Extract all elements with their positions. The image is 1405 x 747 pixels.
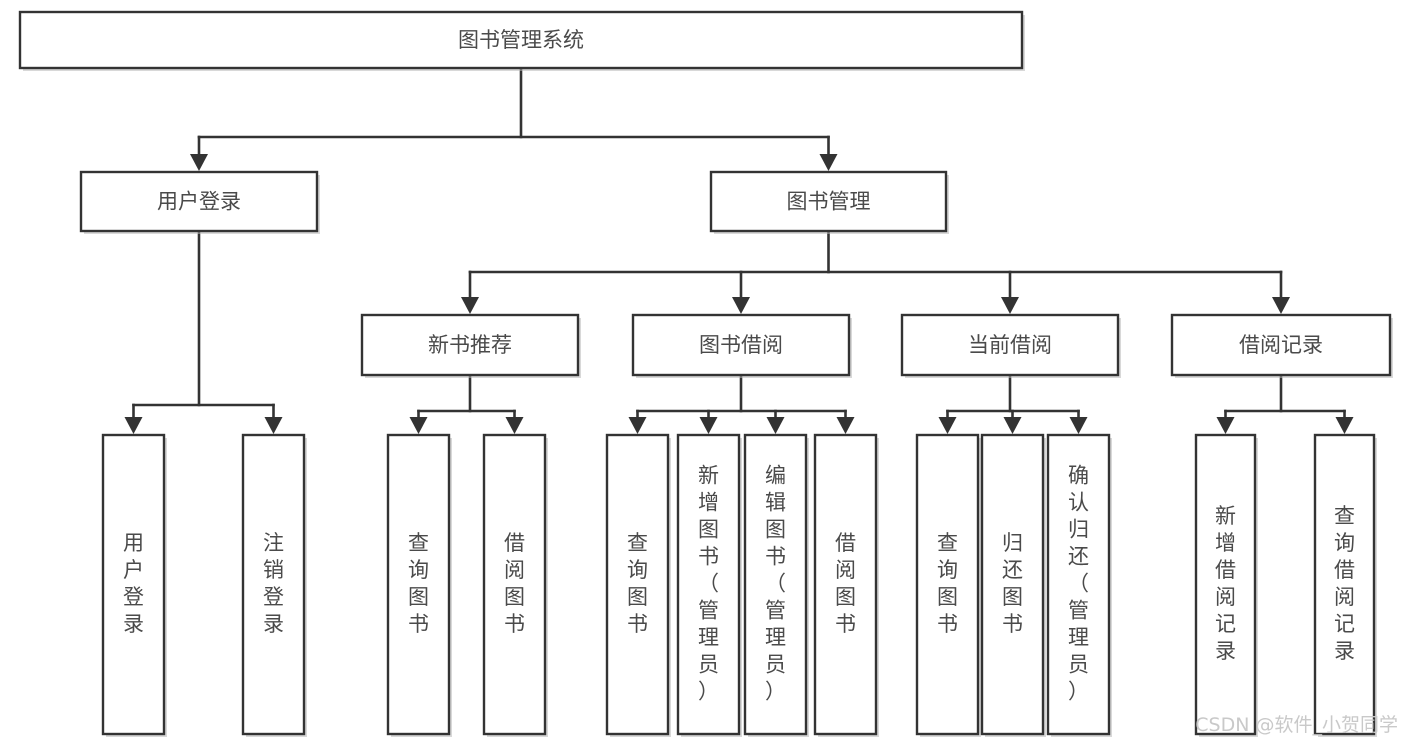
node-rect: [915, 433, 980, 736]
arrow-head: [836, 417, 855, 434]
node-rect: [1046, 433, 1111, 736]
node-rect: [709, 170, 948, 233]
node-layer: 图书管理系统用户登录图书管理新书推荐图书借阅当前借阅借阅记录用户登录注销登录查询…: [18, 10, 1393, 737]
node-rect: [743, 433, 808, 736]
node-label: 图书管理系统: [458, 28, 584, 52]
node-new-book-rec[interactable]: 新书推荐: [360, 313, 581, 378]
node-leaf-br-add[interactable]: 新增借阅记录: [1194, 433, 1258, 737]
node-user-login[interactable]: 用户登录: [79, 170, 320, 234]
node-leaf-bb-query[interactable]: 查询图书: [605, 433, 671, 737]
arrow-head: [1003, 417, 1022, 434]
node-rect: [386, 433, 451, 736]
arrow-head: [819, 154, 838, 171]
node-label: 归还图书: [1002, 531, 1023, 636]
node-label: 当前借阅: [968, 333, 1052, 357]
node-rect: [676, 433, 741, 736]
node-leaf-br-query[interactable]: 查询借阅记录: [1313, 433, 1377, 737]
node-rect: [79, 170, 319, 233]
arrow-head: [699, 417, 718, 434]
node-label: 编辑图书（管理员）: [765, 464, 786, 704]
node-label: 用户登录: [123, 531, 144, 636]
node-rect: [631, 313, 851, 377]
node-rect: [1170, 313, 1392, 377]
node-leaf-rec-query[interactable]: 查询图书: [386, 433, 452, 737]
node-rect: [980, 433, 1045, 736]
arrow-head: [766, 417, 785, 434]
arrow-head: [1335, 417, 1354, 434]
node-leaf-cb-return[interactable]: 归还图书: [980, 433, 1046, 737]
node-label: 图书管理: [787, 190, 871, 214]
node-label: 图书借阅: [699, 333, 783, 357]
node-rect: [18, 10, 1024, 70]
node-leaf-bb-borrow[interactable]: 借阅图书: [813, 433, 879, 737]
node-rect: [605, 433, 670, 736]
arrow-head: [1069, 417, 1088, 434]
node-label: 查询借阅记录: [1334, 504, 1355, 663]
node-label: 确认归还（管理员）: [1068, 464, 1089, 704]
arrow-head: [628, 417, 647, 434]
node-rect: [1194, 433, 1257, 736]
node-leaf-cb-confirm[interactable]: 确认归还（管理员）: [1046, 433, 1112, 737]
node-rect: [900, 313, 1120, 377]
node-label: 借阅图书: [504, 531, 525, 636]
node-label: 用户登录: [157, 190, 241, 214]
node-leaf-bb-edit[interactable]: 编辑图书（管理员）: [743, 433, 809, 737]
node-leaf-user-logout[interactable]: 注销登录: [241, 433, 307, 737]
node-leaf-cb-query[interactable]: 查询图书: [915, 433, 981, 737]
node-label: 注销登录: [263, 531, 284, 636]
node-label: 新增图书（管理员）: [698, 464, 719, 704]
node-rect: [1313, 433, 1376, 736]
node-rect: [482, 433, 547, 736]
arrow-head: [732, 297, 750, 314]
arrow-head: [461, 297, 479, 314]
node-current-borrow[interactable]: 当前借阅: [900, 313, 1121, 378]
connector-layer: [124, 66, 1354, 434]
arrow-head: [409, 417, 428, 434]
node-label: 查询图书: [408, 531, 429, 636]
arrow-head: [190, 154, 208, 171]
node-rect: [241, 433, 306, 736]
node-label: 查询图书: [937, 531, 958, 636]
arrow-head: [124, 417, 143, 434]
node-label: 借阅记录: [1239, 333, 1323, 357]
node-root-root[interactable]: 图书管理系统: [18, 10, 1025, 71]
node-leaf-rec-borrow[interactable]: 借阅图书: [482, 433, 548, 737]
node-label: 借阅图书: [835, 531, 856, 636]
node-label: 查询图书: [627, 531, 648, 636]
node-rect: [360, 313, 580, 377]
node-borrow-record[interactable]: 借阅记录: [1170, 313, 1393, 378]
node-rect: [101, 433, 166, 736]
csdn-watermark: CSDN @软件_小贺同学: [1195, 714, 1398, 736]
node-label: 新增借阅记录: [1215, 504, 1236, 663]
arrow-head: [1216, 417, 1235, 434]
arrow-head: [1272, 297, 1290, 314]
node-label: 新书推荐: [428, 333, 512, 357]
node-book-manage[interactable]: 图书管理: [709, 170, 949, 234]
arrow-head: [264, 417, 283, 434]
arrow-head: [938, 417, 957, 434]
arrow-head: [1001, 297, 1019, 314]
node-rect: [813, 433, 878, 736]
node-leaf-bb-add[interactable]: 新增图书（管理员）: [676, 433, 742, 737]
node-leaf-user-login[interactable]: 用户登录: [101, 433, 167, 737]
node-book-borrow[interactable]: 图书借阅: [631, 313, 852, 378]
arrow-head: [505, 417, 524, 434]
